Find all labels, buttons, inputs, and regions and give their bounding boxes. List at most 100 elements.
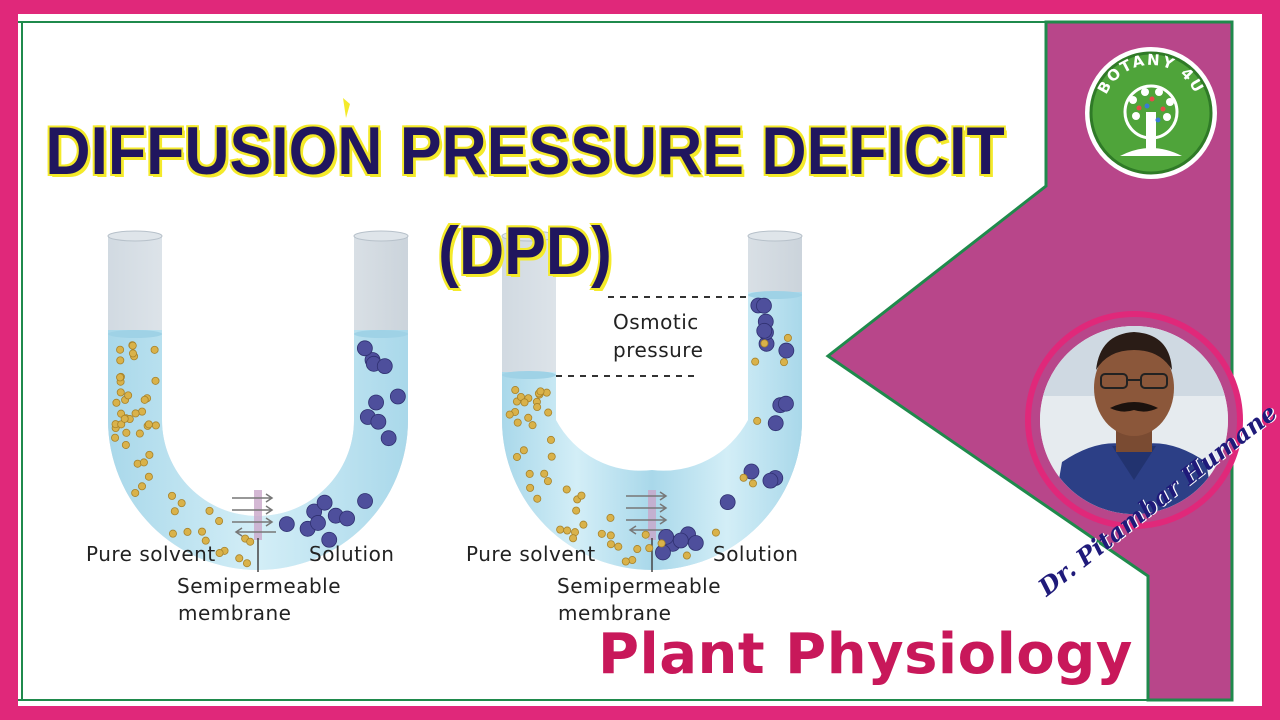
solvent-particle <box>116 356 125 365</box>
solvent-particle <box>569 534 578 543</box>
d1-pure-solvent-label: Pure solvent <box>86 542 216 566</box>
solvent-particle <box>748 479 757 488</box>
particles-left-diagram <box>111 340 406 568</box>
solvent-particle <box>198 527 207 536</box>
solvent-particle <box>201 536 210 545</box>
solvent-particle <box>215 549 224 558</box>
solvent-particle <box>513 452 522 461</box>
solvent-particle <box>536 387 545 396</box>
solvent-particle <box>614 542 623 551</box>
solvent-particle <box>177 499 186 508</box>
solute-particle <box>356 340 373 357</box>
solvent-particle <box>121 440 130 449</box>
solvent-particle <box>151 376 160 385</box>
solvent-particle <box>112 398 121 407</box>
solvent-particle <box>144 420 153 429</box>
solvent-particle <box>526 483 535 492</box>
d2-membrane-label-2: membrane <box>558 601 672 625</box>
solvent-particle <box>628 556 637 565</box>
solute-particle <box>756 322 773 339</box>
solute-particle <box>719 494 736 511</box>
solute-particle <box>655 544 671 561</box>
solvent-particle <box>151 421 160 430</box>
solute-particle <box>687 535 704 551</box>
solute-particle <box>767 415 784 432</box>
osmotic-pressure-label-1: Osmotic <box>613 310 699 334</box>
solvent-particle <box>246 537 255 546</box>
solvent-particle <box>516 392 525 401</box>
d1-membrane-label-2: membrane <box>178 601 292 625</box>
solute-particle <box>672 532 689 549</box>
solvent-particle <box>183 527 192 536</box>
solvent-particle <box>511 386 520 395</box>
solvent-particle <box>135 429 144 438</box>
solvent-particle <box>597 529 606 538</box>
solvent-particle <box>168 491 177 500</box>
solvent-particle <box>528 421 537 430</box>
solute-particle <box>370 413 387 430</box>
solvent-particle <box>621 557 630 566</box>
solvent-particle <box>533 494 542 503</box>
solute-particle <box>310 515 326 531</box>
author-photo <box>1025 311 1243 529</box>
solvent-particle <box>139 458 148 467</box>
solvent-particle <box>641 530 650 539</box>
solvent-particle <box>525 469 534 478</box>
solvent-particle <box>520 398 529 407</box>
solute-particle <box>743 463 760 480</box>
title-line-2: (DPD) <box>438 213 612 289</box>
membrane-right <box>648 490 656 540</box>
solvent-particle <box>779 358 788 367</box>
membrane-left <box>254 490 262 540</box>
solvent-particle <box>120 414 129 423</box>
solvent-particle <box>562 485 571 494</box>
solvent-particle <box>606 531 615 540</box>
solvent-particle <box>145 450 154 459</box>
solvent-particle <box>577 491 586 500</box>
solvent-particle <box>544 408 553 417</box>
solvent-particle <box>128 341 137 350</box>
solvent-particle <box>783 333 792 342</box>
solvent-particle <box>751 357 760 366</box>
solvent-particle <box>215 517 224 526</box>
solvent-particle <box>606 540 615 549</box>
d2-solution-label: Solution <box>713 542 799 566</box>
solvent-particle <box>572 506 581 515</box>
u-tube-right <box>501 230 803 572</box>
solute-particle <box>389 388 406 405</box>
solvent-particle <box>513 418 522 427</box>
d2-pure-solvent-label: Pure solvent <box>466 542 596 566</box>
solute-particle <box>756 297 772 314</box>
solvent-particle <box>116 388 125 397</box>
solvent-particle <box>543 477 552 486</box>
solvent-particle <box>122 428 131 437</box>
solute-particle <box>376 358 393 375</box>
solvent-particle <box>524 413 533 422</box>
solvent-particle <box>116 345 125 354</box>
solvent-particle <box>138 407 147 416</box>
solvent-particle <box>563 526 572 535</box>
solvent-particle <box>131 488 140 497</box>
solute-particle <box>316 494 333 511</box>
solvent-particle <box>547 452 556 461</box>
solvent-particle <box>645 544 654 553</box>
solvent-particle <box>579 520 588 529</box>
solvent-particle <box>168 529 177 538</box>
solvent-particle <box>144 472 153 481</box>
solute-particle <box>357 493 373 509</box>
d1-membrane-label-1: Semipermeable <box>177 574 342 598</box>
title-line-1: DIFFUSION PRESSURE DEFICIT <box>45 113 1005 189</box>
d1-solution-label: Solution <box>309 542 395 566</box>
solvent-particle <box>124 391 133 400</box>
solvent-particle <box>633 545 642 554</box>
solute-particle <box>278 516 295 532</box>
d2-membrane-label-1: Semipermeable <box>557 574 722 598</box>
solvent-particle <box>760 339 769 348</box>
particles-right-diagram <box>505 297 795 566</box>
solute-particle <box>368 394 384 411</box>
solvent-particle <box>138 482 147 491</box>
solvent-particle <box>111 433 120 442</box>
solute-particle <box>778 342 795 359</box>
